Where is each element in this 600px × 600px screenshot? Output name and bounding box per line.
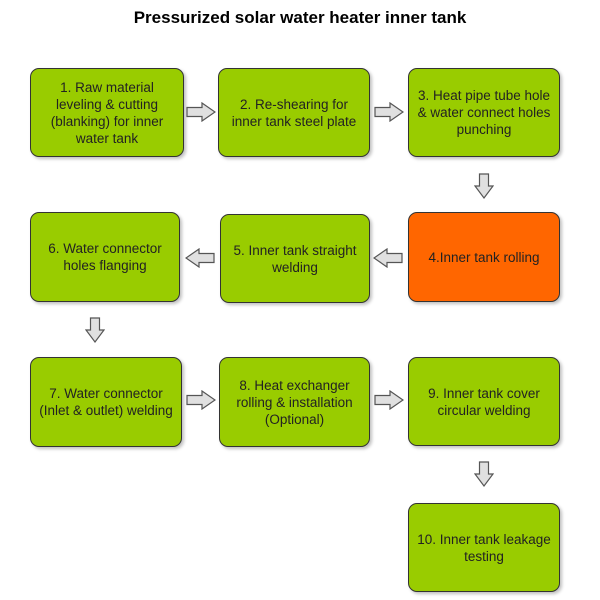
step-8-heat-exchanger: 8. Heat exchanger rolling & installation… [219,357,370,447]
step-5-straight-welding: 5. Inner tank straight welding [220,214,370,303]
step-4-inner-tank-rolling: 4.Inner tank rolling [408,212,560,302]
arrow-right-icon [186,390,216,410]
step-9-cover-circular-welding: 9. Inner tank cover circular welding [408,357,560,446]
arrow-down-icon [85,317,105,343]
step-2-re-shearing: 2. Re-shearing for inner tank steel plat… [218,68,370,157]
diagram-title: Pressurized solar water heater inner tan… [133,8,467,27]
step-1-raw-material-cutting: 1. Raw material leveling & cutting (blan… [30,68,184,157]
arrow-right-icon [374,102,404,122]
arrow-right-icon [374,390,404,410]
step-3-holes-punching: 3. Heat pipe tube hole & water connect h… [408,68,560,157]
arrow-left-icon [185,248,215,268]
arrow-left-icon [373,248,403,268]
step-7-connector-welding: 7. Water connector (Inlet & outlet) weld… [30,357,182,447]
step-6-holes-flanging: 6. Water connector holes flanging [30,212,180,302]
step-10-leakage-testing: 10. Inner tank leakage testing [408,503,560,592]
arrow-right-icon [186,102,216,122]
arrow-down-icon [474,173,494,199]
arrow-down-icon [474,461,494,487]
